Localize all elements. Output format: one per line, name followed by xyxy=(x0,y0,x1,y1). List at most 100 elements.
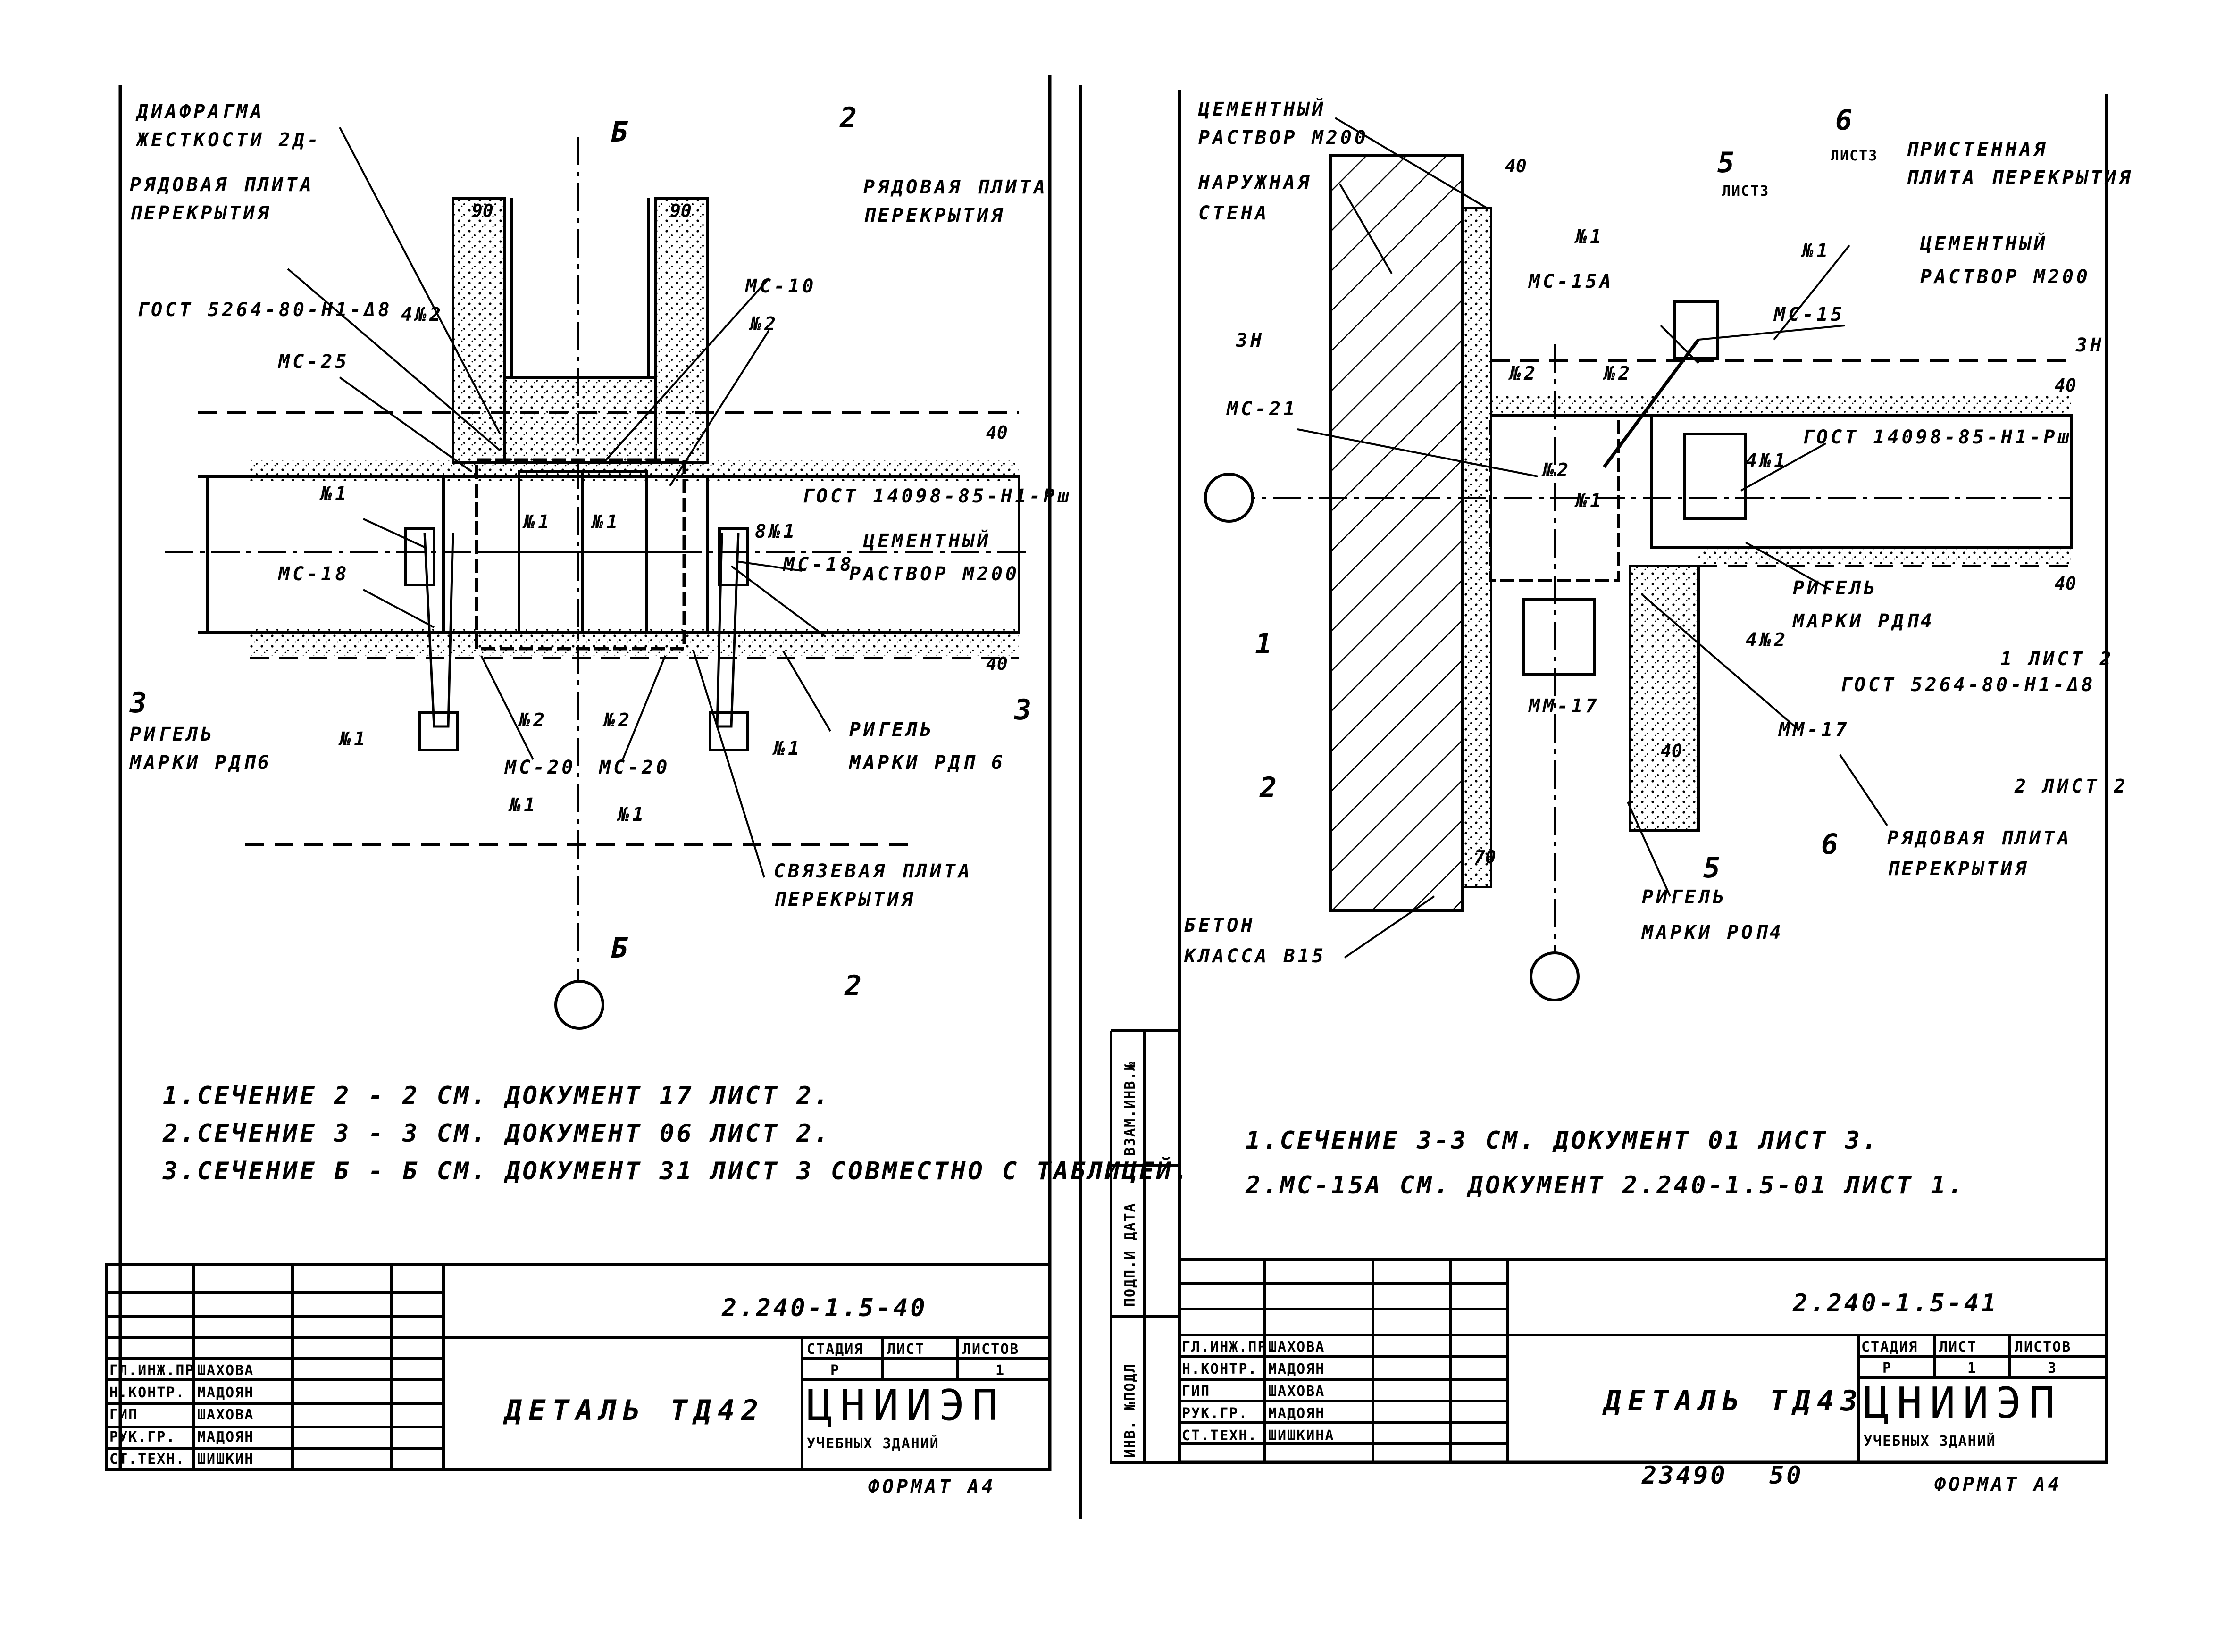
callout-tie-slab-l2: ПЕРЕКРЫТИЯ xyxy=(774,889,916,910)
callout-concrete-l2: КЛАССА В15 xyxy=(1184,945,1326,967)
stage-header-right: СТАДИЯ xyxy=(1861,1339,1918,1355)
callout-cement-mortar-l1: ЦЕМЕНТНЫЙ xyxy=(863,529,991,552)
staff-name: ШИШКИН xyxy=(197,1451,254,1468)
staff-name: ШАХОВА xyxy=(197,1407,254,1423)
callout-outer-wall-l2: СТЕНА xyxy=(1198,202,1269,224)
callout-diaphragm-l1: ДИАФРАГМА xyxy=(135,101,265,123)
callout-girder-rop-l2: МАРКИ РОП4 xyxy=(1641,922,1784,943)
section-mark-6-sheet: ЛИСТ3 xyxy=(1831,148,1878,164)
section-mark-3-left: 3 xyxy=(129,686,153,719)
section-mark-1-left: 1 xyxy=(1255,627,1279,660)
note-right-2: 2.МС-15А СМ. ДОКУМЕНТ 2.240-1.5-01 ЛИСТ … xyxy=(1245,1171,1965,1200)
callout-girder-left-l1: РИГЕЛЬ xyxy=(130,724,215,745)
staff-name: МАДОЯН xyxy=(1268,1405,1325,1422)
left-drawing-sheet: ДИАФРАГМА ЖЕСТКОСТИ 2Д- РЯДОВАЯ ПЛИТА ПЕ… xyxy=(105,75,1190,1498)
mark-mc20-left: МС-20 xyxy=(504,757,576,778)
anchor-top-plate xyxy=(1673,300,1719,360)
callout-tie-slab-l1: СВЯЗЕВАЯ ПЛИТА xyxy=(774,860,972,882)
staff-role: Н.КОНТР. xyxy=(1182,1361,1258,1377)
callout-gost-weld-2: ГОСТ 14098-85-Н1-Рш xyxy=(802,485,1072,507)
staff-name: МАДОЯН xyxy=(197,1429,254,1445)
section-mark-3h-left: 3Н xyxy=(1236,330,1264,351)
side-stamp-3: ИНВ. №ПОДЛ xyxy=(1122,1363,1138,1458)
outer-wall xyxy=(1329,154,1464,912)
callout-row-slab-right-l1: РЯДОВАЯ ПЛИТА xyxy=(1887,827,2072,849)
staff-name: МАДОЯН xyxy=(197,1385,254,1401)
bolt-block-left xyxy=(418,711,459,751)
mark-mc25: МС-25 xyxy=(277,351,349,373)
staff-role: РУК.ГР. xyxy=(109,1429,176,1445)
side-stamp-2: ПОДП.И ДАТА xyxy=(1122,1202,1138,1307)
mark-mc10: МС-10 xyxy=(744,275,816,297)
staff-role: ГИП xyxy=(1182,1383,1210,1400)
callout-row-slab-left-l2: ПЕРЕКРЫТИЯ xyxy=(130,202,272,224)
note-1: 1.СЕЧЕНИЕ 2 - 2 СМ. ДОКУМЕНТ 17 ЛИСТ 2. xyxy=(163,1082,831,1110)
note-2: 2.СЕЧЕНИЕ 3 - 3 СМ. ДОКУМЕНТ 06 ЛИСТ 2. xyxy=(162,1119,831,1148)
section-mark-2-bottom: 2 xyxy=(844,969,868,1002)
note-right-1: 1.СЕЧЕНИЕ 3-3 СМ. ДОКУМЕНТ 01 ЛИСТ 3. xyxy=(1246,1126,1879,1155)
handwritten-code: 23490 xyxy=(1641,1461,1728,1490)
callout-cement-right-l2: РАСТВОР М200 xyxy=(1920,266,2091,288)
mark-mc15a: МС-15А xyxy=(1528,271,1614,292)
embedded-part-mm17 xyxy=(1522,598,1596,676)
staff-role: Н.КОНТР. xyxy=(109,1385,185,1401)
callout-row-slab-right-l1: РЯДОВАЯ ПЛИТА xyxy=(863,176,1048,198)
mark-weld-4n2: 4№2 xyxy=(401,304,443,325)
section-mark-3-right: 3 xyxy=(1014,693,1038,726)
diag-bar-r xyxy=(1603,338,1700,468)
side-stamp-1: ВЗАМ.ИНВ.№ xyxy=(1122,1061,1138,1156)
sheet-value-right: 1 xyxy=(1967,1360,1977,1377)
stage-value-left: Р xyxy=(830,1362,840,1379)
dim-r-40-b: 40 xyxy=(2055,573,2076,594)
mark-n1-c: №1 xyxy=(590,511,620,533)
girder-right xyxy=(706,475,1020,634)
callout-cement-top-l2: РАСТВОР М200 xyxy=(1198,127,1369,149)
dim-r-40-a: 40 xyxy=(2055,375,2076,396)
section-mark-5-bottom: 5 xyxy=(1703,851,1727,884)
org-name-left: ЦНИИЭП xyxy=(807,1381,1005,1430)
axis-bubble-right-bottom xyxy=(1530,951,1580,1001)
section-mark-5-top: 5 xyxy=(1717,146,1741,179)
concrete-infill xyxy=(1462,207,1492,888)
anchor-right-plate xyxy=(1683,433,1747,520)
mark-n1-f: №1 xyxy=(508,794,538,816)
staff-name: ШИШКИНА xyxy=(1268,1427,1334,1444)
org-name-right: ЦНИИЭП xyxy=(1864,1378,2062,1428)
handwritten-num: 50 xyxy=(1769,1461,1804,1490)
mark-n1-e: №1 xyxy=(772,738,802,759)
mark-mc18-right: МС-18 xyxy=(782,554,854,576)
callout-girder-right-l1: РИГЕЛЬ xyxy=(849,719,935,741)
sheet-header-left: ЛИСТ xyxy=(887,1341,925,1358)
callout-cement-top-l1: ЦЕМЕНТНЫЙ xyxy=(1198,98,1326,120)
callout-wall-slab-l1: ПРИСТЕННАЯ xyxy=(1906,139,2048,160)
mark-n2-r-c: №2 xyxy=(1541,459,1571,481)
mark-mc18-left: МС-18 xyxy=(277,563,349,585)
mark-n1-b: №1 xyxy=(522,511,552,533)
staff-role: СТ.ТЕХН. xyxy=(109,1451,185,1468)
dim-40-bottom: 40 xyxy=(986,653,1008,674)
title-block-left xyxy=(105,1263,1051,1471)
staff-name: ШАХОВА xyxy=(1268,1383,1325,1400)
mark-mc21: МС-21 xyxy=(1226,398,1297,420)
dim-r-70: 70 xyxy=(1474,847,1496,868)
section-mark-2-left: 2 xyxy=(1259,771,1283,804)
section-mark-2-right: 2 ЛИСТ 2 xyxy=(2014,776,2128,797)
callout-wall-slab-l2: ПЛИТА ПЕРЕКРЫТИЯ xyxy=(1906,167,2133,189)
callout-concrete-l1: БЕТОН xyxy=(1184,915,1255,936)
callout-girder-rop-l1: РИГЕЛЬ xyxy=(1642,886,1727,908)
axis-bubble-right-left xyxy=(1204,473,1254,523)
axis-bubble xyxy=(554,980,604,1030)
rebar-left xyxy=(423,533,454,728)
anchor-plate-left xyxy=(404,527,435,586)
section-mark-3h-right: 3Н xyxy=(2075,334,2104,356)
note-3: 3.СЕЧЕНИЕ Б - Б СМ. ДОКУМЕНТ 31 ЛИСТ 3 С… xyxy=(162,1157,1190,1185)
title-block-right xyxy=(1178,1258,2108,1464)
dim-40-top: 40 xyxy=(986,422,1008,443)
leader-lines xyxy=(287,127,831,878)
callout-girder-right-l2: МАРКИ РДП 6 xyxy=(848,752,1005,774)
staff-role: СТ.ТЕХН. xyxy=(1182,1427,1258,1444)
staff-name: ШАХОВА xyxy=(1268,1339,1325,1355)
drawing-title-right: ДЕТАЛЬ ТД43 xyxy=(1602,1385,1864,1418)
mark-n2-b: №2 xyxy=(517,709,547,731)
